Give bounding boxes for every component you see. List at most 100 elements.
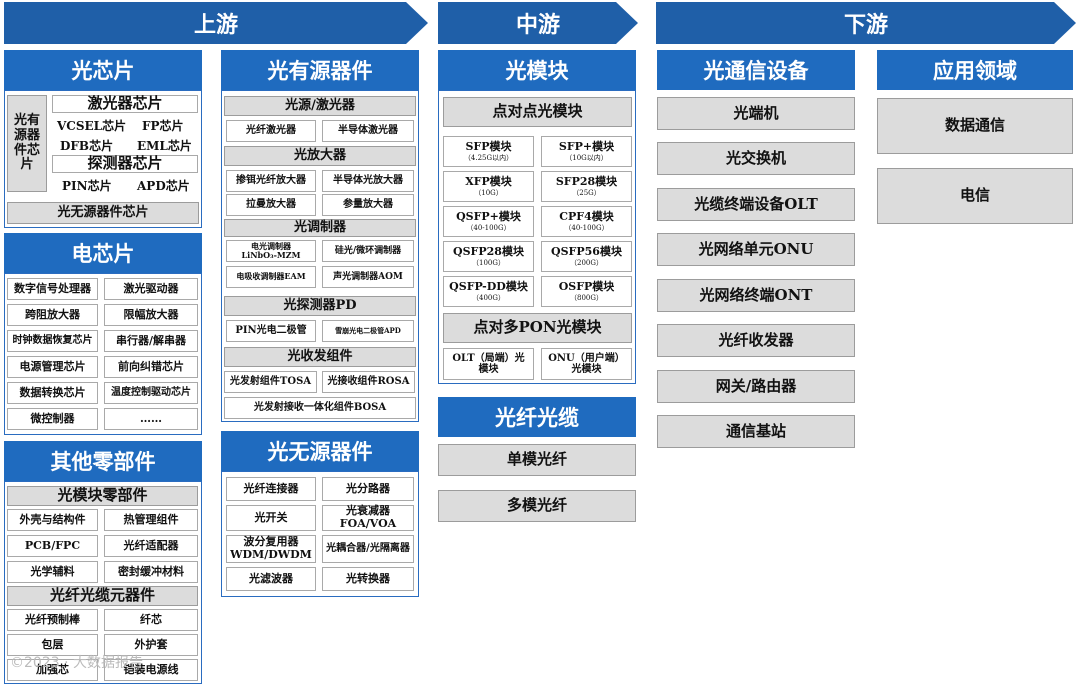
active-item: 光发射接收一体化组件BOSA [224, 397, 416, 419]
other-header: 其他零部件 [4, 441, 202, 481]
mod-item-line2: LiNbO₃-MZM [241, 250, 301, 260]
passive-item: 光开关 [226, 505, 316, 531]
elec-item: 微控制器 [7, 408, 98, 430]
module-spec: （4.25G以内） [463, 154, 514, 163]
module-spec: （200G） [570, 259, 603, 268]
active-item: 硅光/微环调制器 [322, 240, 414, 262]
parts-item: PCB/FPC [7, 535, 98, 557]
equip-item: 光缆终端设备OLT [657, 188, 855, 221]
elec-header: 电芯片 [4, 233, 202, 273]
passive-item: 光转换器 [322, 567, 414, 591]
pon-module-title: 点对多PON光模块 [443, 313, 632, 343]
passive-item: 光耦合器/光隔离器 [322, 535, 414, 563]
active-header: 光有源器件 [221, 50, 419, 90]
parts-item: 外护套 [104, 634, 198, 656]
parts-item: 密封缓冲材料 [104, 561, 198, 583]
module-name: OSFP模块 [558, 279, 615, 293]
active-item: 电吸收调制器EAM [226, 266, 316, 288]
module-name: XFP模块 [465, 174, 512, 188]
pon-line: 模块 [478, 364, 499, 375]
module-item: SFP模块（4.25G以内） [443, 136, 534, 167]
fiber-item: 多模光纤 [438, 490, 636, 522]
passive-item-line2: WDM/DWDM [230, 548, 312, 561]
module-name: QSFP-DD模块 [449, 279, 528, 293]
module-item: QSFP56模块（200G） [541, 241, 632, 272]
light-source-title: 光源/激光器 [224, 96, 416, 116]
app-header: 应用领域 [877, 50, 1073, 90]
elec-item: …… [104, 408, 198, 430]
passive-chip: 光无源器件芯片 [7, 202, 199, 224]
active-item: 光发射组件TOSA [224, 371, 317, 393]
elec-item: 限幅放大器 [104, 304, 198, 326]
passive-item: 光纤连接器 [226, 477, 316, 501]
chip-item: VCSEL芯片 [57, 119, 127, 133]
module-spec: （25G） [572, 189, 601, 198]
active-item: 声光调制器AOM [322, 266, 414, 288]
module-item: CPF4模块（40-100G） [541, 206, 632, 237]
trx-title: 光收发组件 [224, 347, 416, 367]
passive-item: 光分路器 [322, 477, 414, 501]
module-spec: （100G） [472, 259, 505, 268]
parts-item: 加强芯 [7, 659, 98, 681]
chip-header: 光芯片 [4, 50, 202, 90]
chip-item: APD芯片 [137, 179, 190, 193]
module-spec: （400G） [472, 294, 505, 303]
elec-item: 跨阻放大器 [7, 304, 98, 326]
module-name: SFP模块 [465, 139, 512, 153]
detector-chip-title: 探测器芯片 [52, 155, 198, 173]
elec-item: 电源管理芯片 [7, 356, 98, 378]
stage-midstream: 中游 [438, 2, 638, 44]
active-chip-text: 光有源器件芯片 [13, 112, 40, 173]
module-item: OSFP模块（800G） [541, 276, 632, 307]
module-spec: （40-100G） [466, 224, 511, 233]
elec-item: 数据转换芯片 [7, 382, 98, 404]
parts-item: 光学辅料 [7, 561, 98, 583]
module-spec: （10G以内） [565, 154, 608, 163]
pon-item-olt: OLT（局端）光模块 [443, 348, 534, 380]
module-spec: （10G） [474, 189, 503, 198]
pon-line: ONU（用户端） [548, 352, 625, 364]
app-item: 电信 [877, 168, 1073, 224]
module-parts-title: 光模块零部件 [7, 486, 198, 506]
mod-item-line1: 电光调制器 [251, 240, 291, 251]
stage-label: 下游 [843, 12, 888, 38]
active-item: 光纤激光器 [226, 120, 316, 142]
passive-header: 光无源器件 [221, 431, 419, 471]
equip-item: 光端机 [657, 97, 855, 130]
active-item: 雪崩光电二极管APD [322, 320, 414, 342]
equip-item: 网关/路由器 [657, 370, 855, 403]
parts-item: 包层 [7, 634, 98, 656]
equip-item: 光交换机 [657, 142, 855, 175]
active-item: 半导体光放大器 [322, 170, 414, 192]
module-name: SFP+模块 [558, 139, 615, 153]
active-item: 光接收组件ROSA [322, 371, 415, 393]
amp-title: 光放大器 [224, 146, 416, 166]
stage-label: 中游 [515, 12, 560, 38]
module-name: SFP28模块 [555, 174, 618, 188]
pd-title: 光探测器PD [224, 296, 416, 316]
elec-item: 串行器/解串器 [104, 330, 198, 352]
pon-line: OLT（局端）光 [452, 352, 525, 364]
fiber-header: 光纤光缆 [438, 397, 636, 437]
elec-item: 激光驱动器 [104, 278, 198, 300]
elec-item: 数字信号处理器 [7, 278, 98, 300]
passive-item-line2: FOA/VOA [339, 517, 397, 530]
parts-item: 外壳与结构件 [7, 509, 98, 531]
parts-item: 热管理组件 [104, 509, 198, 531]
parts-item: 光纤预制棒 [7, 609, 98, 631]
stage-label: 上游 [193, 12, 238, 38]
module-name: QSFP+模块 [456, 209, 521, 223]
module-spec: （40-100G） [564, 224, 609, 233]
parts-item: 光纤适配器 [104, 535, 198, 557]
active-item: 半导体激光器 [322, 120, 414, 142]
active-item: 掺铒光纤放大器 [226, 170, 316, 192]
module-name: QSFP28模块 [453, 244, 524, 258]
mod-title: 光调制器 [224, 219, 416, 237]
pon-line: 光模块 [571, 364, 602, 375]
module-item: XFP模块（10G） [443, 171, 534, 202]
chip-item: EML芯片 [137, 139, 192, 153]
stage-downstream: 下游 [656, 2, 1076, 44]
equip-item: 通信基站 [657, 415, 855, 448]
